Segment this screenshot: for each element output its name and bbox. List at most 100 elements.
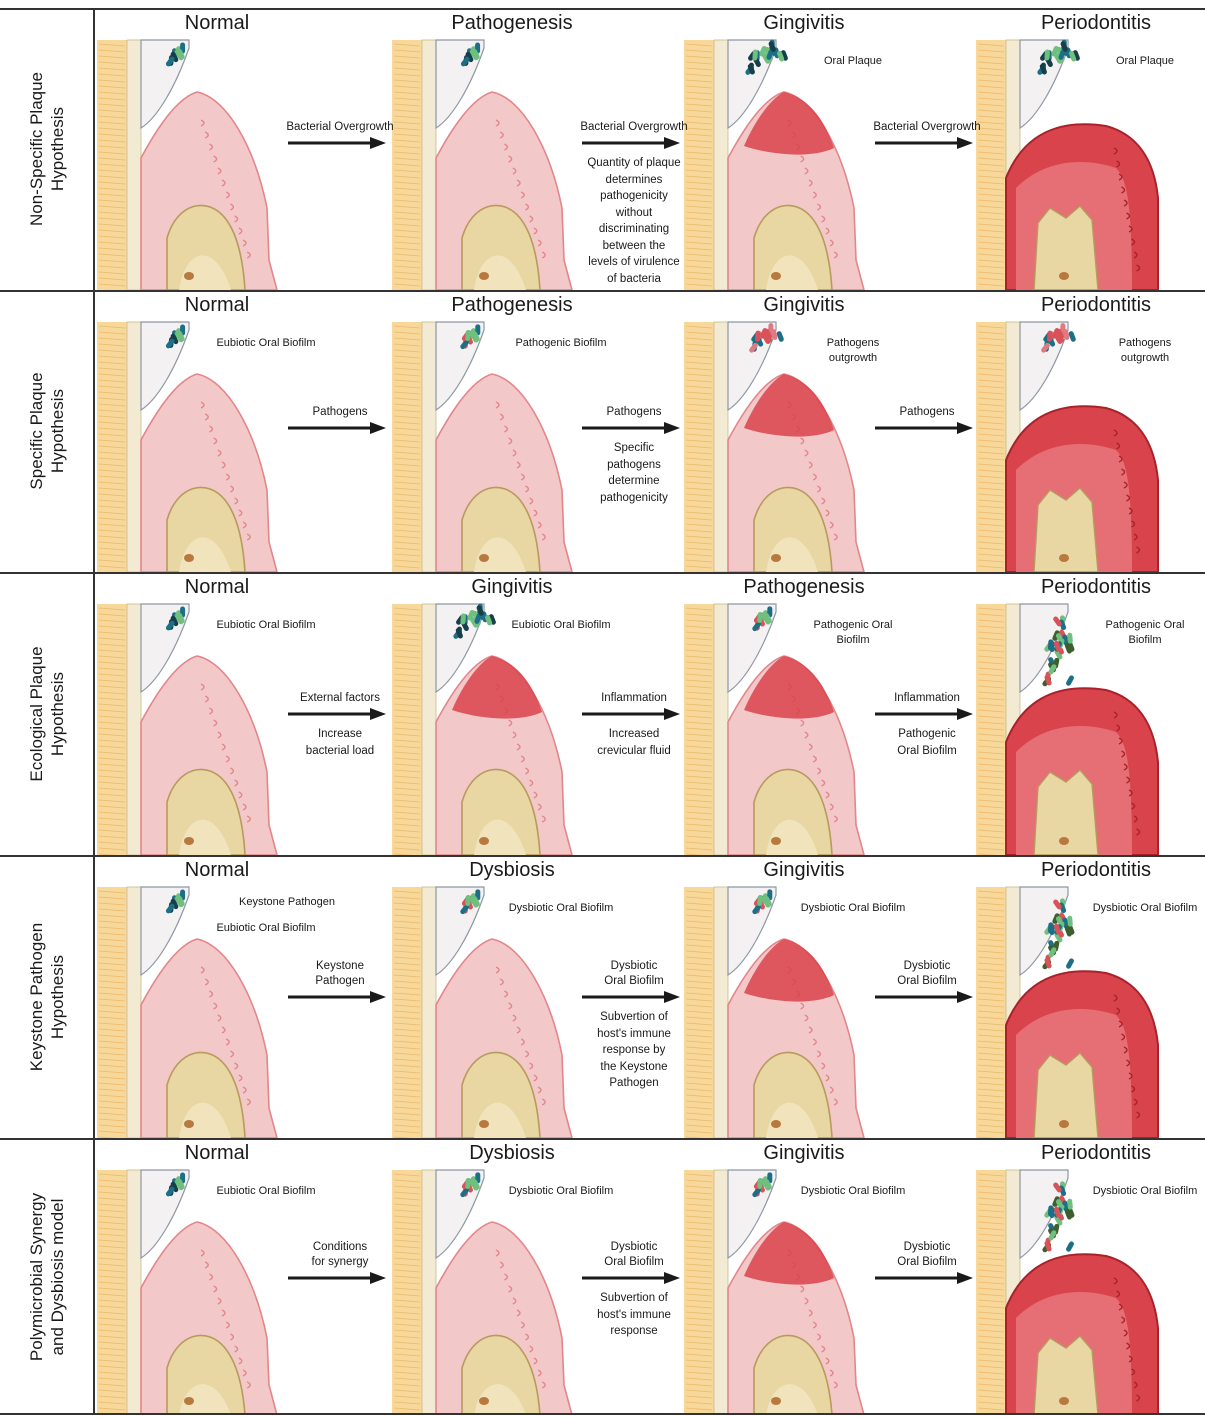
inflamed-gingiva (744, 656, 834, 719)
tooth-illustration (684, 290, 884, 572)
right-arrow-icon (270, 1270, 410, 1286)
hypothesis-label: Non-Specific Plaque Hypothesis (0, 8, 94, 290)
right-arrow-icon (564, 706, 704, 722)
right-arrow-icon (270, 420, 410, 436)
root-surface (127, 40, 141, 290)
transition-arrow: Bacterial Overgrowth (270, 8, 410, 290)
inflamed-gingiva (744, 92, 834, 155)
root-surface (714, 887, 728, 1138)
transition-arrow: Keystone Pathogen (270, 855, 410, 1138)
stage-panel (976, 290, 1176, 572)
tooth-illustration (976, 1138, 1176, 1415)
osteocyte-icon (771, 837, 781, 845)
tooth-illustration (976, 290, 1176, 572)
hypothesis-label-text: Non-Specific Plaque Hypothesis (26, 9, 68, 289)
osteocyte-icon (771, 272, 781, 280)
arrow-label: Dysbiotic Oral Biofilm (564, 959, 704, 989)
right-arrow-icon (857, 706, 997, 722)
stage-title: Periodontitis (976, 294, 1205, 317)
right-arrow-icon (857, 135, 997, 151)
transition-arrow: InflammationPathogenic Oral Biofilm (857, 572, 997, 855)
arrow-label: Pathogens (564, 405, 704, 420)
right-arrow-icon (564, 989, 704, 1005)
stage-panel (392, 855, 592, 1138)
stage-panel (976, 572, 1176, 855)
root-surface (422, 322, 436, 572)
tooth-illustration (684, 855, 884, 1138)
stage-title: Periodontitis (976, 12, 1205, 35)
hypothesis-label: Polymicrobial Synergy and Dysbiosis mode… (0, 1138, 94, 1415)
osteocyte-icon (479, 837, 489, 845)
transition-arrow: PathogensSpecific pathogens determine pa… (564, 290, 704, 572)
osteocyte-icon (184, 837, 194, 845)
arrow-label: Inflammation (564, 691, 704, 706)
osteocyte-icon (771, 554, 781, 562)
right-arrow-icon (857, 989, 997, 1005)
stage-panel (684, 1138, 884, 1415)
right-arrow-icon (564, 420, 704, 436)
osteocyte-icon (479, 272, 489, 280)
hypothesis-row: Polymicrobial Synergy and Dysbiosis mode… (0, 1138, 1205, 1415)
inflamed-gingiva (744, 374, 834, 437)
tooth-illustration (976, 8, 1176, 290)
stage-title: Periodontitis (976, 576, 1205, 599)
label-divider (93, 290, 95, 572)
osteocyte-icon (184, 1397, 194, 1405)
alveolar-bone-strip (97, 887, 127, 1138)
transition-arrow: Dysbiotic Oral Biofilm (857, 855, 997, 1138)
transition-arrow: Dysbiotic Oral BiofilmSubvertion of host… (564, 855, 704, 1138)
hypothesis-label: Ecological Plaque Hypothesis (0, 572, 94, 855)
biofilm-label: Dysbiotic Oral Biofilm (1086, 901, 1204, 916)
arrow-label: Bacterial Overgrowth (270, 120, 410, 135)
right-arrow-icon (857, 420, 997, 436)
osteocyte-icon (479, 554, 489, 562)
transition-arrow: Pathogens (270, 290, 410, 572)
arrow-label: Dysbiotic Oral Biofilm (857, 1240, 997, 1270)
right-arrow-icon (270, 989, 410, 1005)
alveolar-bone-strip (97, 322, 127, 572)
label-divider (93, 8, 95, 290)
osteocyte-icon (184, 554, 194, 562)
stage-panel (684, 855, 884, 1138)
osteocyte-icon (1059, 837, 1069, 845)
stage-panel (392, 8, 592, 290)
tooth-illustration (392, 290, 592, 572)
arrow-label: Inflammation (857, 691, 997, 706)
alveolar-bone-strip (97, 40, 127, 290)
inflamed-gingiva (744, 1222, 834, 1285)
transition-arrow: Bacterial OvergrowthQuantity of plaque d… (564, 8, 704, 290)
biofilm-label: Oral Plaque (1086, 54, 1204, 69)
transition-arrow: InflammationIncreased crevicular fluid (564, 572, 704, 855)
transition-arrow: Dysbiotic Oral Biofilm (857, 1138, 997, 1415)
arrow-description: Subvertion of host's immune response by … (564, 1009, 704, 1092)
tooth-illustration (684, 1138, 884, 1415)
right-arrow-icon (857, 1270, 997, 1286)
hypothesis-label-text: Polymicrobial Synergy and Dysbiosis mode… (26, 1137, 68, 1417)
inflamed-gingiva (452, 656, 542, 719)
osteocyte-icon (1059, 1397, 1069, 1405)
stage-panel (976, 8, 1176, 290)
stage-title: Periodontitis (976, 859, 1205, 882)
biofilm-label: Pathogens outgrowth (1086, 336, 1204, 366)
tooth-illustration (97, 572, 297, 855)
root-surface (127, 322, 141, 572)
root-surface (422, 887, 436, 1138)
hypothesis-label-text: Keystone Pathogen Hypothesis (26, 857, 68, 1137)
transition-arrow: External factorsIncrease bacterial load (270, 572, 410, 855)
osteocyte-icon (184, 272, 194, 280)
osteocyte-icon (1059, 1120, 1069, 1128)
hypothesis-label-text: Specific Plaque Hypothesis (26, 291, 68, 571)
root-surface (422, 604, 436, 855)
arrow-description: Increased crevicular fluid (564, 726, 704, 759)
root-surface (714, 322, 728, 572)
root-surface (422, 40, 436, 290)
osteocyte-icon (771, 1397, 781, 1405)
root-surface (127, 604, 141, 855)
root-surface (714, 604, 728, 855)
tooth-illustration (976, 855, 1176, 1138)
stage-panel (392, 1138, 592, 1415)
